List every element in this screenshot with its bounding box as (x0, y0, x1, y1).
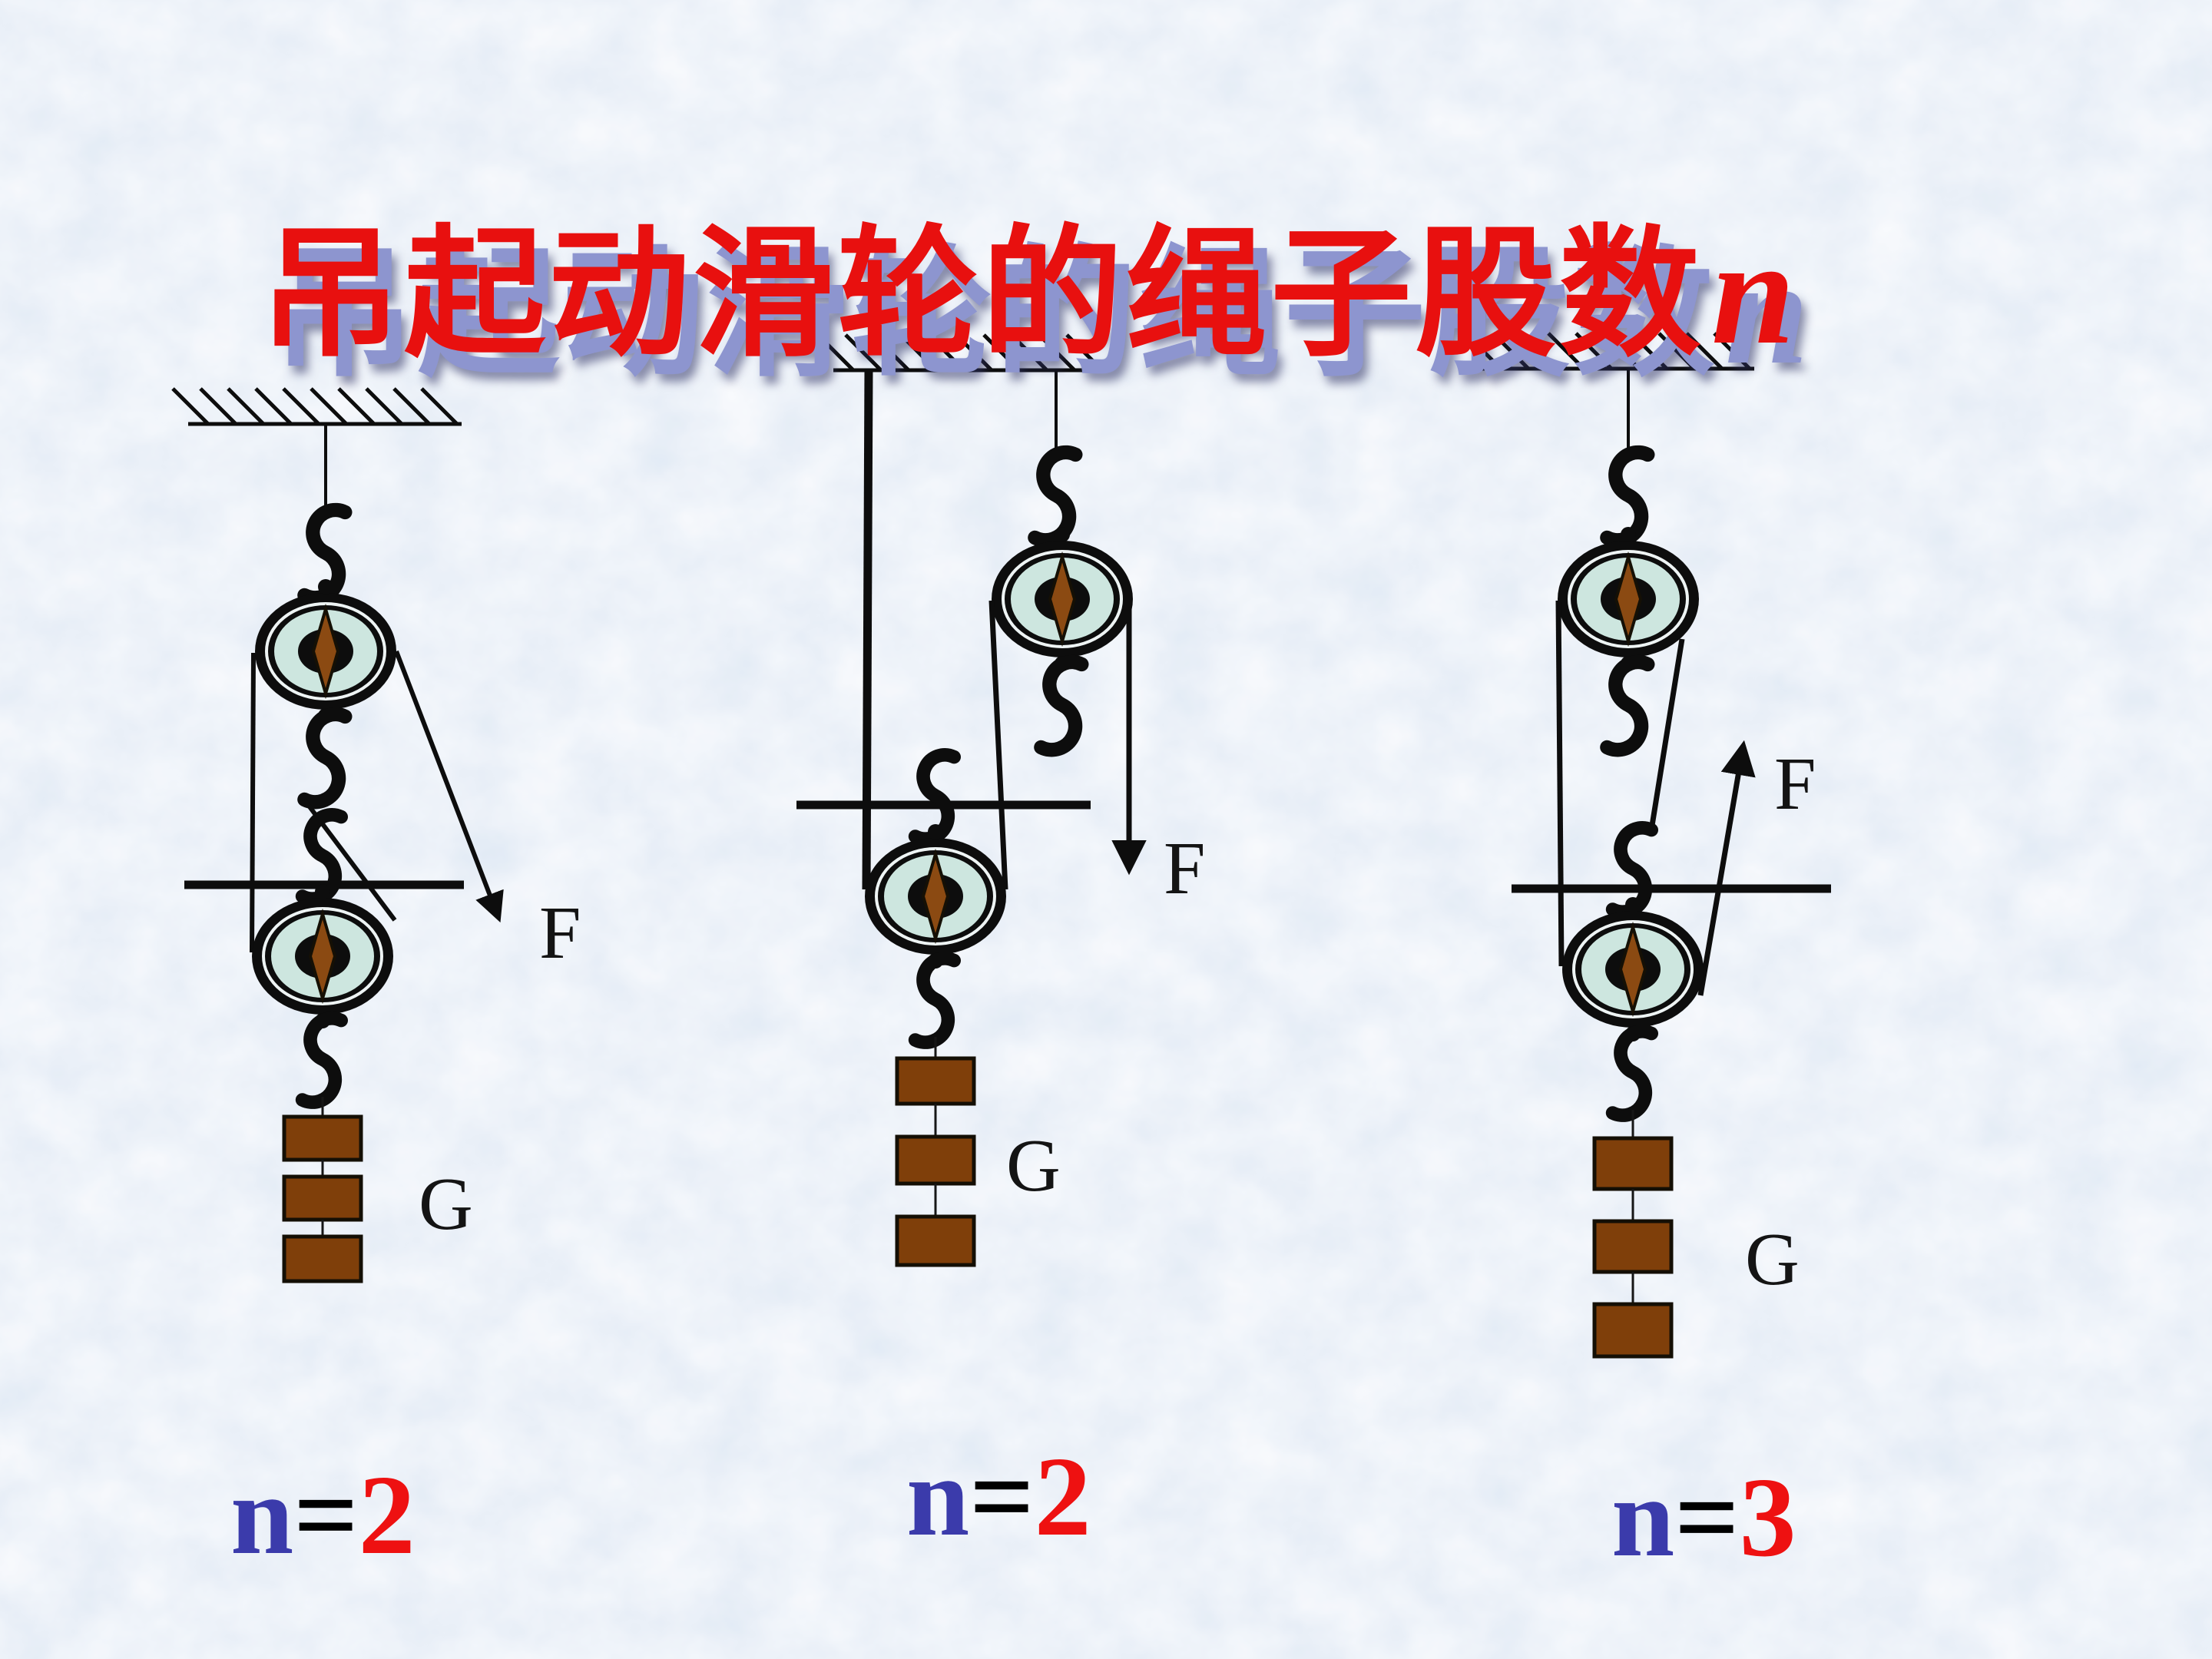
strand-count-var: n (230, 1452, 293, 1578)
pulley-diagram-middle: F G n=2 (796, 335, 1206, 1560)
strand-count-label: n=2 (230, 1452, 416, 1578)
weight-label: G (1006, 1124, 1061, 1207)
weight-block (1592, 1219, 1674, 1274)
title-text: 吊起动滑轮的绳子股数 (260, 214, 1704, 373)
rope-right-strand (988, 600, 1008, 890)
force-label: F (1164, 827, 1206, 910)
force-label: F (1774, 743, 1816, 826)
rope-ceiling-anchor-strand (862, 369, 873, 890)
weight-block (282, 1174, 363, 1222)
strand-count-var: n (906, 1434, 969, 1560)
pulley-diagram-right: F G n=3 (1465, 333, 1831, 1581)
weight-block (282, 1114, 363, 1162)
weight-block (1592, 1302, 1674, 1359)
strand-count-label: n=2 (906, 1434, 1091, 1560)
strand-count-eq: = (293, 1452, 358, 1578)
rope-left-strand (250, 652, 256, 953)
strand-count-label: n=3 (1611, 1455, 1796, 1581)
rope-free-end-arrow (1697, 740, 1756, 996)
rope-left-strand (1555, 600, 1565, 967)
weight-block (282, 1234, 363, 1283)
rope-free-end-arrow (394, 650, 504, 923)
force-label: F (539, 892, 581, 975)
weight-block (1592, 1136, 1674, 1191)
weight-label: G (419, 1163, 473, 1246)
weight-block (895, 1056, 976, 1106)
title-variable: n (1711, 209, 1799, 376)
strand-count-value: 2 (1035, 1434, 1091, 1560)
page-title: 吊起动滑轮的绳子股数n (260, 210, 1798, 376)
strand-count-value: 3 (1740, 1455, 1796, 1581)
strand-count-eq: = (1674, 1455, 1739, 1581)
weight-label: G (1745, 1218, 1800, 1301)
strand-count-value: 2 (359, 1452, 416, 1578)
weight-block (895, 1134, 976, 1186)
strand-count-var: n (1611, 1455, 1674, 1581)
weight-block (895, 1214, 976, 1267)
strand-count-eq: = (969, 1434, 1034, 1560)
rope-anchor-strand (1648, 638, 1685, 831)
pulley-diagram-left: F G n=2 (173, 389, 581, 1578)
